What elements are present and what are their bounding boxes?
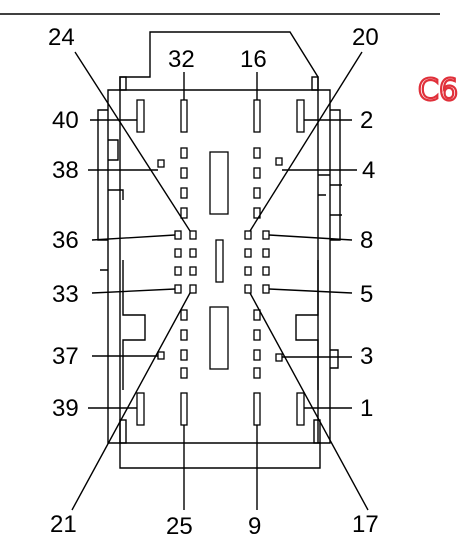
cavity-col-l-5	[180, 309, 188, 321]
left-rail-steps	[97, 109, 146, 390]
cavity-grid-l-4	[189, 248, 197, 258]
cavity-3	[275, 353, 283, 362]
cavity-20	[244, 230, 252, 240]
leader-20	[249, 51, 363, 232]
pin-label-3: 3	[360, 343, 373, 370]
post-bottom-left	[119, 419, 127, 444]
leader-17	[249, 292, 369, 511]
pin-label-17: 17	[352, 511, 379, 538]
post-bottom-right	[313, 419, 321, 444]
cavity-9	[253, 392, 261, 426]
cavity-21	[189, 284, 197, 294]
cavity-col-r-6	[253, 329, 261, 341]
cavity-grid-r-6	[262, 266, 270, 276]
pin-label-33: 33	[52, 281, 79, 308]
pin-label-2: 2	[360, 107, 373, 134]
pin-label-32: 32	[168, 46, 195, 73]
leader-24	[74, 51, 191, 232]
post-top-right	[311, 76, 319, 91]
pin-label-24: 24	[48, 24, 75, 51]
pin-label-37: 37	[52, 343, 79, 370]
cavity-col-l-4	[180, 207, 188, 219]
cavity-8	[262, 230, 270, 240]
cavity-2	[296, 99, 305, 133]
cavity-col-r-1	[253, 147, 261, 159]
pin-label-25: 25	[166, 513, 193, 540]
cavity-25	[180, 392, 188, 426]
cavity-grid-r-3	[244, 248, 252, 258]
pin-label-9: 9	[248, 513, 261, 540]
pin-label-5: 5	[360, 281, 373, 308]
post-top-left	[119, 76, 127, 91]
cavity-col-l-1	[180, 147, 188, 159]
cavity-col-r-4	[253, 207, 261, 219]
pin-label-36: 36	[52, 227, 79, 254]
cavity-38	[157, 159, 165, 168]
cavity-group	[136, 99, 305, 426]
cavity-16	[253, 99, 261, 133]
pin-label-39: 39	[52, 395, 79, 422]
pin-labels: 24 20 32 16 40 2 38 4 36 8 33 5 37 3 39 …	[48, 24, 379, 540]
pin-label-20: 20	[352, 24, 379, 51]
cavity-col-l-6	[180, 329, 188, 341]
center-slot-lower	[209, 306, 229, 370]
cavity-32	[180, 99, 188, 133]
cavity-col-r-8	[253, 367, 261, 379]
leader-lines	[71, 51, 369, 511]
cavity-grid-r-4	[262, 248, 270, 258]
cavity-24	[189, 230, 197, 240]
pin-label-1: 1	[360, 395, 373, 422]
connector-code-annotation: C6	[418, 73, 458, 108]
cavity-39	[136, 392, 145, 426]
cavity-grid-r-5	[244, 266, 252, 276]
cavity-17	[244, 284, 252, 294]
center-slot-middle	[215, 239, 224, 283]
pin-label-38: 38	[52, 157, 79, 184]
cavity-40	[136, 99, 145, 133]
right-rail-steps	[295, 109, 342, 390]
cavity-grid-l-6	[189, 266, 197, 276]
cavity-col-l-7	[180, 349, 188, 361]
cavity-4	[275, 157, 283, 166]
pin-label-4: 4	[362, 157, 375, 184]
cavity-col-r-2	[253, 167, 261, 179]
pin-label-21: 21	[50, 511, 77, 538]
cavity-col-r-7	[253, 349, 261, 361]
center-slot-upper	[209, 151, 229, 215]
cavity-col-r-3	[253, 187, 261, 199]
cavity-col-l-3	[180, 187, 188, 199]
cavity-col-l-8	[180, 367, 188, 379]
pin-label-16: 16	[240, 46, 267, 73]
leader-21	[71, 292, 191, 511]
leader-36	[91, 234, 176, 241]
leader-33	[91, 288, 176, 294]
cavity-col-r-5	[253, 309, 261, 321]
cavity-grid-l-3	[174, 248, 182, 258]
cavity-36	[174, 230, 182, 240]
pin-label-8: 8	[360, 227, 373, 254]
pin-label-40: 40	[52, 107, 79, 134]
cavity-37	[157, 351, 165, 360]
cavity-33	[174, 284, 182, 294]
cavity-1	[296, 392, 305, 426]
cavity-grid-l-5	[174, 266, 182, 276]
cavity-col-l-2	[180, 167, 188, 179]
leader-5	[268, 288, 353, 294]
leader-8	[268, 234, 353, 241]
cavity-5	[262, 284, 270, 294]
